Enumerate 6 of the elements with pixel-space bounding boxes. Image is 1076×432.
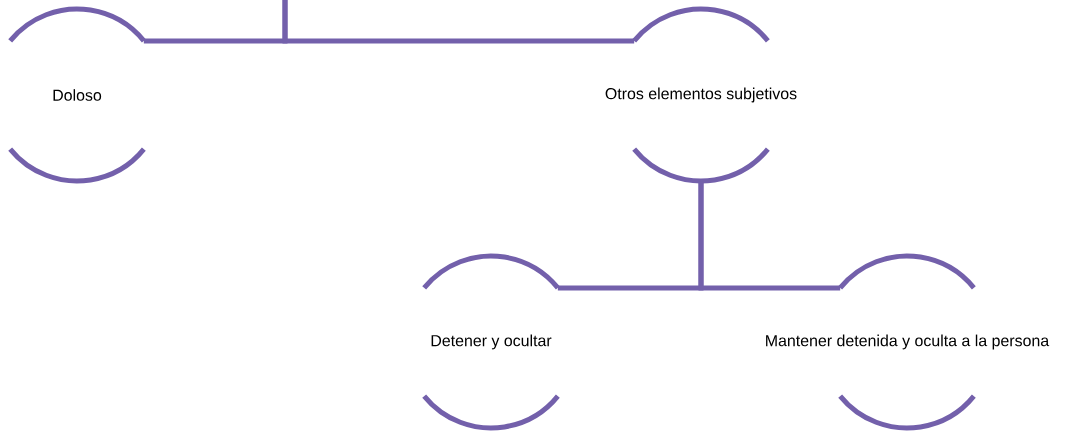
node-arcs: Otros elementos subjetivos	[605, 6, 797, 184]
node-arcs: Detener y ocultar	[422, 253, 560, 431]
node-arcs: Mantener detenida y oculta a la persona	[766, 253, 1050, 431]
node-arcs: Doloso	[8, 6, 146, 184]
connector-line	[698, 181, 841, 291]
connector-line	[282, 0, 635, 44]
